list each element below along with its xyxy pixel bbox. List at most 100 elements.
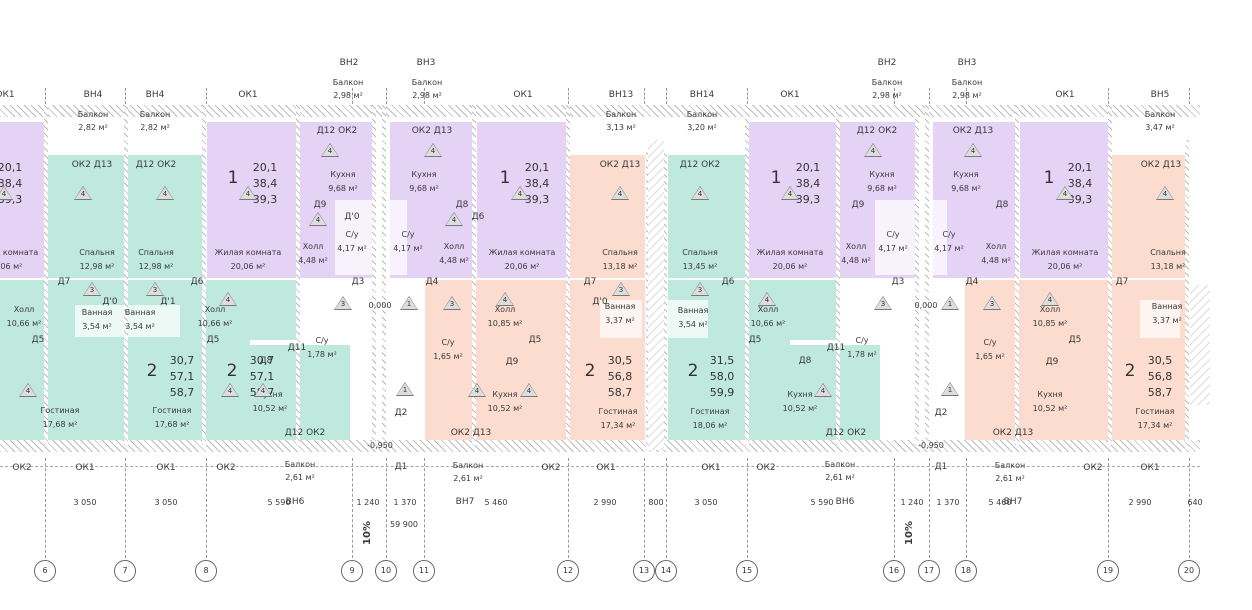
dimension: 3 050 [694,498,718,507]
apartment-area-living: 20,1 [252,161,278,174]
balcony-name: Балкон [951,78,983,87]
opening-tag: Д12 ОК2 [135,160,177,170]
marker-triangle-icon [758,292,776,306]
dimension: 1 240 [900,498,924,507]
window-label: ОК2 [12,463,32,473]
room-name: С/у [441,338,455,347]
marker-number: 3 [989,300,995,308]
dimension: 1 240 [356,498,380,507]
grid-line [966,88,967,104]
window-label: ВН7 [1003,497,1023,507]
window-label: ОК1 [701,463,721,473]
apartment-area-total-with-balcony: 39,3 [524,193,550,206]
room-name: С/у [942,230,956,239]
marker-number: 4 [617,190,623,198]
grid-line [206,88,207,104]
opening-tag: Д4 [425,277,439,287]
opening-tag: ОК2 Д13 [599,160,641,170]
dimension: 3 050 [73,498,97,507]
room-area: 20,06 м² [0,262,23,271]
marker-number: 4 [162,190,168,198]
dimension-line [0,466,1200,467]
room-area: 4,48 м² [439,256,469,265]
marker-number: 4 [227,387,233,395]
slope-label: 10% [362,521,373,545]
room-area: 17,34 м² [1137,421,1173,430]
window-label: ВН6 [835,497,855,507]
marker-number: 1 [402,386,408,394]
grid-line [386,88,387,104]
marker-number: 3 [340,300,346,308]
axis-marker: 20 [1178,560,1200,582]
marker-number: 4 [526,387,532,395]
wall [124,105,128,445]
grid-line [1108,88,1109,104]
opening-tag: Д3 [351,277,365,287]
marker-triangle-icon [219,292,237,306]
marker-number: 4 [787,190,793,198]
window-label: ОК2 [1083,463,1103,473]
grid-line [929,458,930,558]
room-area: 1,65 м² [433,352,463,361]
room-area: 13,45 м² [682,262,718,271]
window-label: ВН13 [608,90,634,100]
room-area: 10,52 м² [252,404,288,413]
room-area: 1,65 м² [975,352,1005,361]
balcony-area: 3,13 м² [606,123,636,132]
balcony-area: 2,82 м² [140,123,170,132]
room-area: 9,68 м² [951,184,981,193]
level-mark: 0,000 [368,301,392,310]
apartment-room-count: 2 [1124,361,1136,381]
balcony-name: Балкон [332,78,364,87]
marker-triangle-icon [1041,292,1059,306]
room-area: 10,66 м² [6,319,42,328]
grid-line [666,88,667,104]
room-name: Холл [757,305,779,314]
opening-tag: Д'1 [160,297,176,307]
dimension: 640 [1187,498,1203,507]
apartment-area-living: 30,5 [607,354,633,367]
room-name: Спальня [79,248,115,257]
balcony-area: 2,98 м² [412,91,442,100]
axis-marker: 7 [114,560,136,582]
marker-triangle-icon [239,186,257,200]
marker-triangle-icon [468,383,486,397]
opening-tag: Д12 ОК2 [679,160,721,170]
marker-number: 4 [315,216,321,224]
balcony-area: 2,82 м² [78,123,108,132]
dimension: 5 460 [484,498,508,507]
room-name: Гостиная [152,406,192,415]
opening-tag: Д8 [259,356,273,366]
room-name: Ванная [81,308,113,317]
room-name: Жилая комната [488,248,556,257]
balcony-name: Балкон [994,461,1026,470]
grid-line [644,458,645,558]
window-label: ОК2 [216,463,236,473]
window-label: ОК1 [780,90,800,100]
window-label: ОК2 [756,463,776,473]
marker-number: 4 [245,190,251,198]
wall [1015,105,1019,445]
apartment-area-total-with-balcony: 58,7 [169,386,195,399]
window-label: ВН5 [1150,90,1170,100]
wall [1185,140,1189,450]
marker-triangle-icon [83,282,101,296]
dimension: 5 590 [267,498,291,507]
axis-marker: 10 [375,560,397,582]
apartment-area-living: 30,7 [169,354,195,367]
marker-triangle-icon [983,296,1001,310]
level-mark: -0,950 [367,441,393,450]
wall [472,105,476,445]
room-name: Холл [494,305,516,314]
opening-tag: Д7 [57,277,71,287]
marker-number: 4 [1062,190,1068,198]
marker-triangle-icon [941,296,959,310]
room-area: 9,68 м² [328,184,358,193]
opening-tag: Д12 ОК2 [284,428,326,438]
window-label: ВН7 [455,497,475,507]
opening-tag: Д'0 [102,297,118,307]
